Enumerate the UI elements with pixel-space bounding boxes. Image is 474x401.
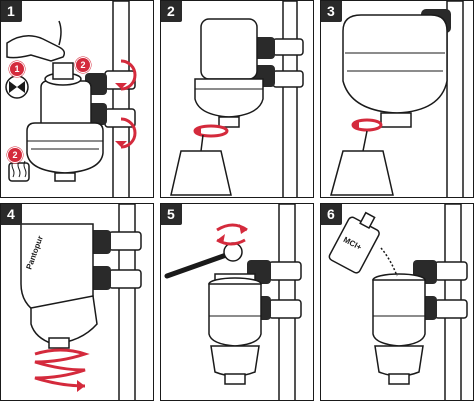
upper-rotate-arrow bbox=[120, 59, 137, 91]
filter-bowl bbox=[208, 283, 262, 347]
hand bbox=[6, 35, 66, 62]
filter-bowl bbox=[194, 78, 264, 118]
callout-badge-2: 2 bbox=[75, 57, 91, 73]
vertical-pipe bbox=[112, 1, 130, 197]
step-2-illustration bbox=[170, 1, 304, 197]
step-number-3: 3 bbox=[321, 1, 342, 22]
step-number-6: 6 bbox=[321, 204, 342, 225]
filter-head bbox=[200, 18, 258, 80]
step-5-illustration bbox=[164, 204, 302, 400]
step-panel-1: 1 1 2 2 bbox=[0, 0, 154, 198]
step-6-illustration: MCI+ bbox=[328, 204, 468, 400]
step-panel-2: 2 bbox=[160, 0, 314, 198]
step-number-1: 1 bbox=[1, 1, 22, 22]
unscrew-spiral-arrow bbox=[34, 348, 90, 388]
step-1-illustration bbox=[5, 1, 137, 197]
step-3-illustration bbox=[330, 1, 464, 197]
drain-nut bbox=[54, 172, 76, 182]
collection-bag bbox=[330, 150, 394, 196]
filter-bowl bbox=[372, 279, 426, 347]
step-panel-4: Pantopur 4 bbox=[0, 203, 154, 401]
pour-stream bbox=[380, 247, 398, 277]
step-panel-3: 3 bbox=[320, 0, 474, 198]
collection-bag bbox=[170, 150, 232, 196]
wrench bbox=[164, 251, 232, 279]
filter-bowl bbox=[26, 122, 104, 174]
step-number-2: 2 bbox=[161, 1, 182, 22]
step-number-4: 4 bbox=[1, 204, 22, 225]
filter-bowl-large bbox=[342, 14, 448, 114]
step-4-illustration: Pantopur bbox=[20, 204, 142, 400]
callout-badge-1: 1 bbox=[9, 61, 25, 77]
step-number-5: 5 bbox=[161, 204, 182, 225]
vent-cap bbox=[52, 62, 74, 80]
callout-badge-3: 2 bbox=[7, 147, 23, 163]
step-panel-5: 5 bbox=[160, 203, 314, 401]
step-panel-6: MCI+ 6 bbox=[320, 203, 474, 401]
lower-rotate-arrow bbox=[120, 117, 137, 149]
